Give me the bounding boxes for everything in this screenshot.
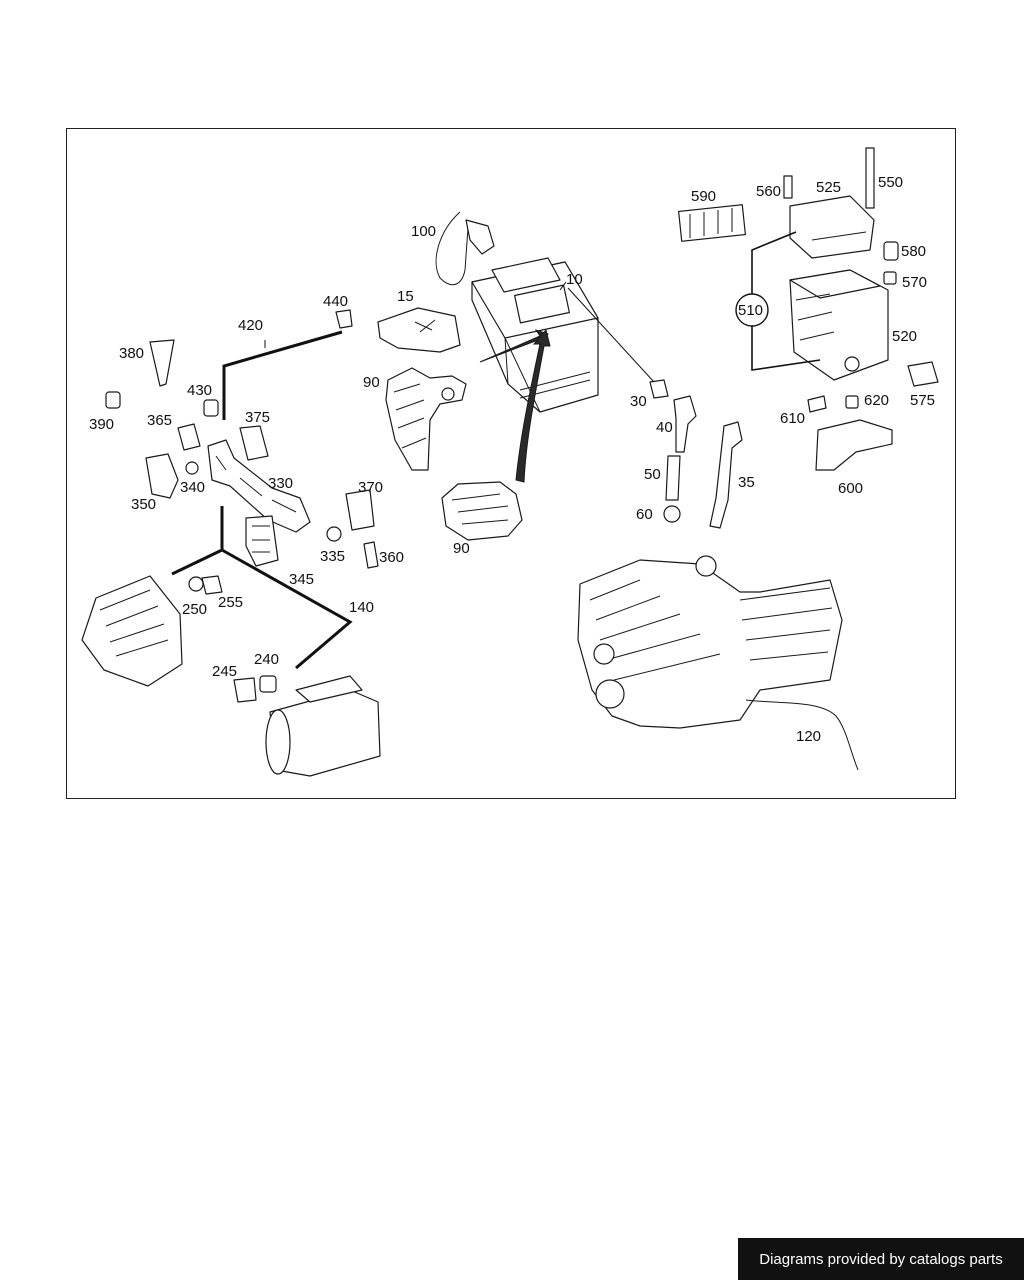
callout-610: 610	[780, 410, 805, 427]
callout-100: 100	[411, 223, 436, 240]
callout-360: 360	[379, 549, 404, 566]
callout-255: 255	[218, 594, 243, 611]
callout-250: 250	[182, 601, 207, 618]
battery-cable	[435, 211, 469, 286]
callout-520: 520	[892, 328, 917, 345]
callout-380: 380	[119, 345, 144, 362]
callout-90b: 90	[453, 540, 470, 557]
callout-580: 580	[901, 243, 926, 260]
callout-525: 525	[816, 179, 841, 196]
control-module	[678, 147, 939, 471]
bracket-420	[222, 330, 343, 420]
engine-assembly	[577, 555, 859, 771]
grommet-60	[663, 505, 681, 523]
callout-620: 620	[864, 392, 889, 409]
callout-335: 335	[320, 548, 345, 565]
alternator-bracket	[105, 309, 379, 569]
callout-120: 120	[796, 728, 821, 745]
callout-590: 590	[691, 188, 716, 205]
callout-440: 440	[323, 293, 348, 310]
callouts: 10 15 30 35 40 50 60 90 90 100 120 140 2…	[89, 174, 935, 745]
starter-motor	[233, 675, 381, 777]
harness-35	[709, 421, 743, 529]
callout-550: 550	[878, 174, 903, 191]
callout-90a: 90	[363, 374, 380, 391]
callout-60: 60	[636, 506, 653, 523]
group-circle-510	[735, 293, 769, 327]
callout-600: 600	[838, 480, 863, 497]
connector-30	[649, 379, 669, 399]
fuse-box-upper	[385, 367, 467, 471]
callout-570: 570	[902, 274, 927, 291]
callout-240: 240	[254, 651, 279, 668]
callout-420: 420	[238, 317, 263, 334]
callout-15: 15	[397, 288, 414, 305]
callout-375: 375	[245, 409, 270, 426]
callout-340: 340	[180, 479, 205, 496]
callout-370: 370	[358, 479, 383, 496]
alternator	[81, 575, 223, 687]
callout-430: 430	[187, 382, 212, 399]
footer-text: Diagrams provided by catalogs parts	[759, 1250, 1003, 1268]
bracket-140b	[221, 548, 353, 670]
callout-50: 50	[644, 466, 661, 483]
callout-245: 245	[212, 663, 237, 680]
callout-365: 365	[147, 412, 172, 429]
hose-50	[665, 455, 681, 501]
callout-575: 575	[910, 392, 935, 409]
callout-345: 345	[289, 571, 314, 588]
callout-35: 35	[738, 474, 755, 491]
battery-cover	[377, 307, 461, 353]
fuse-box-lower	[441, 481, 523, 541]
callout-140: 140	[349, 599, 374, 616]
callout-560: 560	[756, 183, 781, 200]
callout-30: 30	[630, 393, 647, 410]
footer-badge: Diagrams provided by catalogs parts	[738, 1238, 1024, 1280]
bracket-140	[171, 506, 224, 576]
callout-330: 330	[268, 475, 293, 492]
callout-10: 10	[566, 271, 583, 288]
callout-350: 350	[131, 496, 156, 513]
callout-40: 40	[656, 419, 673, 436]
callout-510: 510	[738, 302, 763, 319]
callout-390: 390	[89, 416, 114, 433]
battery	[471, 257, 599, 413]
elbow-hose-40	[673, 395, 697, 453]
